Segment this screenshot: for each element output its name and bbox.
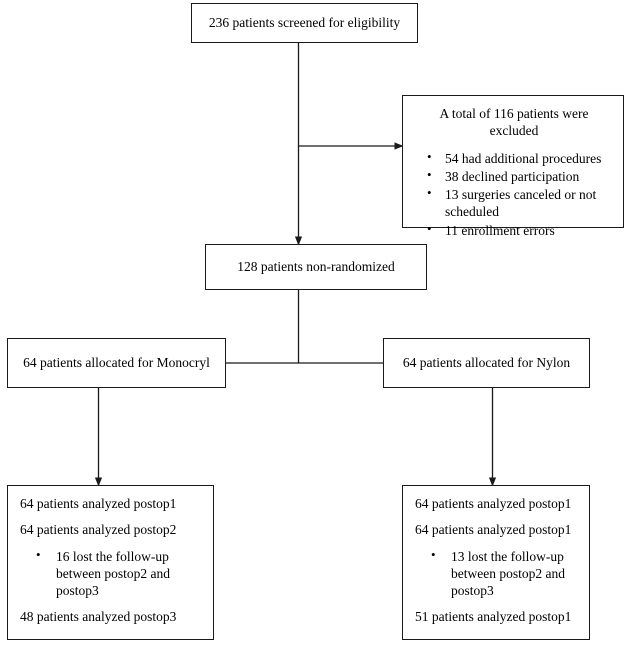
- node-excluded: A total of 116 patients were excluded 54…: [402, 95, 624, 238]
- node-screened-label: 236 patients screened for eligibility: [208, 15, 401, 31]
- node-excluded-reason-list: 54 had additional procedures 38 declined…: [415, 149, 613, 239]
- node-allocation-monocryl-label: 64 patients allocated for Monocryl: [23, 355, 210, 371]
- outcome-nylon-line-2: 64 patients analyzed postop1: [415, 522, 572, 538]
- outcome-nylon-line-1: 64 patients analyzed postop1: [415, 496, 572, 511]
- outcome-nylon-loss-list: 13 lost the follow-up between postop2 an…: [415, 547, 579, 600]
- list-item: 38 declined participation: [427, 167, 613, 185]
- node-allocation-monocryl: 64 patients allocated for Monocryl: [7, 338, 226, 388]
- node-nonrandomized-label: 128 patients non-randomized: [237, 259, 395, 275]
- node-allocation-nylon: 64 patients allocated for Nylon: [383, 338, 590, 388]
- list-item: 54 had additional procedures: [427, 149, 613, 167]
- node-outcome-monocryl: 64 patients analyzed postop1 64 patients…: [7, 485, 214, 640]
- outcome-monocryl-line-2: 64 patients analyzed postop2: [20, 522, 177, 538]
- node-allocation-nylon-label: 64 patients allocated for Nylon: [402, 355, 571, 371]
- list-item: 13 surgeries canceled or not scheduled: [427, 185, 613, 221]
- outcome-monocryl-line-1: 64 patients analyzed postop1: [20, 496, 177, 511]
- node-nonrandomized: 128 patients non-randomized: [205, 244, 427, 290]
- outcome-nylon-line-3: 51 patients analyzed postop1: [415, 609, 572, 625]
- outcome-monocryl-line-3: 48 patients analyzed postop3: [20, 609, 177, 625]
- list-item: 13 lost the follow-up between postop2 an…: [431, 547, 579, 600]
- outcome-monocryl-loss-list: 16 lost the follow-up between postop2 an…: [20, 547, 203, 600]
- node-outcome-nylon: 64 patients analyzed postop1 64 patients…: [402, 485, 590, 640]
- list-item: 16 lost the follow-up between postop2 an…: [36, 547, 203, 600]
- node-screened: 236 patients screened for eligibility: [191, 3, 418, 43]
- node-excluded-heading: A total of 116 patients were excluded: [439, 106, 589, 139]
- list-item: 11 enrollment errors: [427, 221, 613, 239]
